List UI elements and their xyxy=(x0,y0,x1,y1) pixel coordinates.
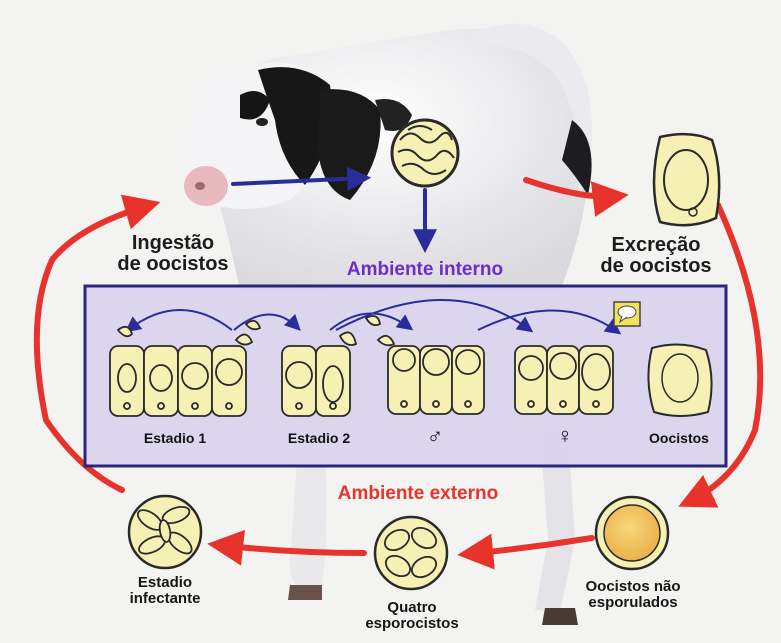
unsporulated-oocyst-icon xyxy=(596,497,668,569)
oocysts-label: Oocistos xyxy=(634,431,724,446)
internal-environment-label: Ambiente interno xyxy=(330,260,520,280)
four-sporocysts-label: Quatro esporocistos xyxy=(352,600,472,632)
infective-stage-line1: Estadio xyxy=(110,575,220,591)
female-gamete-cells xyxy=(515,346,613,414)
ingestion-label-line2: de oocistos xyxy=(108,254,238,275)
male-symbol-label: ♂ xyxy=(410,424,460,447)
infective-stage-line2: infectante xyxy=(110,591,220,607)
unsporulated-line2: esporulados xyxy=(568,595,698,611)
four-sporocysts-line1: Quatro xyxy=(352,600,472,616)
infective-stage-icon xyxy=(129,496,201,568)
infective-stage-label: Estadio infectante xyxy=(110,575,220,607)
unsporulated-oocysts-label: Oocistos não esporulados xyxy=(568,579,698,611)
female-symbol-label: ♀ xyxy=(540,424,590,447)
unsporulated-line1: Oocistos não xyxy=(568,579,698,595)
four-sporocysts-icon xyxy=(375,517,447,589)
stage2-label: Estadio 2 xyxy=(264,431,374,446)
excretion-label-line1: Excreção xyxy=(586,235,726,256)
external-environment-label: Ambiente externo xyxy=(318,484,518,504)
excretion-label-line2: de oocistos xyxy=(586,256,726,277)
male-gamete-cells xyxy=(378,336,484,414)
oocyst-icon xyxy=(654,134,719,225)
ingestion-label: Ingestão de oocistos xyxy=(108,233,238,275)
excretion-label: Excreção de oocistos xyxy=(586,235,726,277)
speech-bubble-icon xyxy=(614,302,640,326)
four-sporocysts-line2: esporocistos xyxy=(352,616,472,632)
stage1-label: Estadio 1 xyxy=(120,431,230,446)
intestine-icon xyxy=(392,120,458,186)
ingestion-label-line1: Ingestão xyxy=(108,233,238,254)
panel-oocyst-icon xyxy=(648,344,711,416)
